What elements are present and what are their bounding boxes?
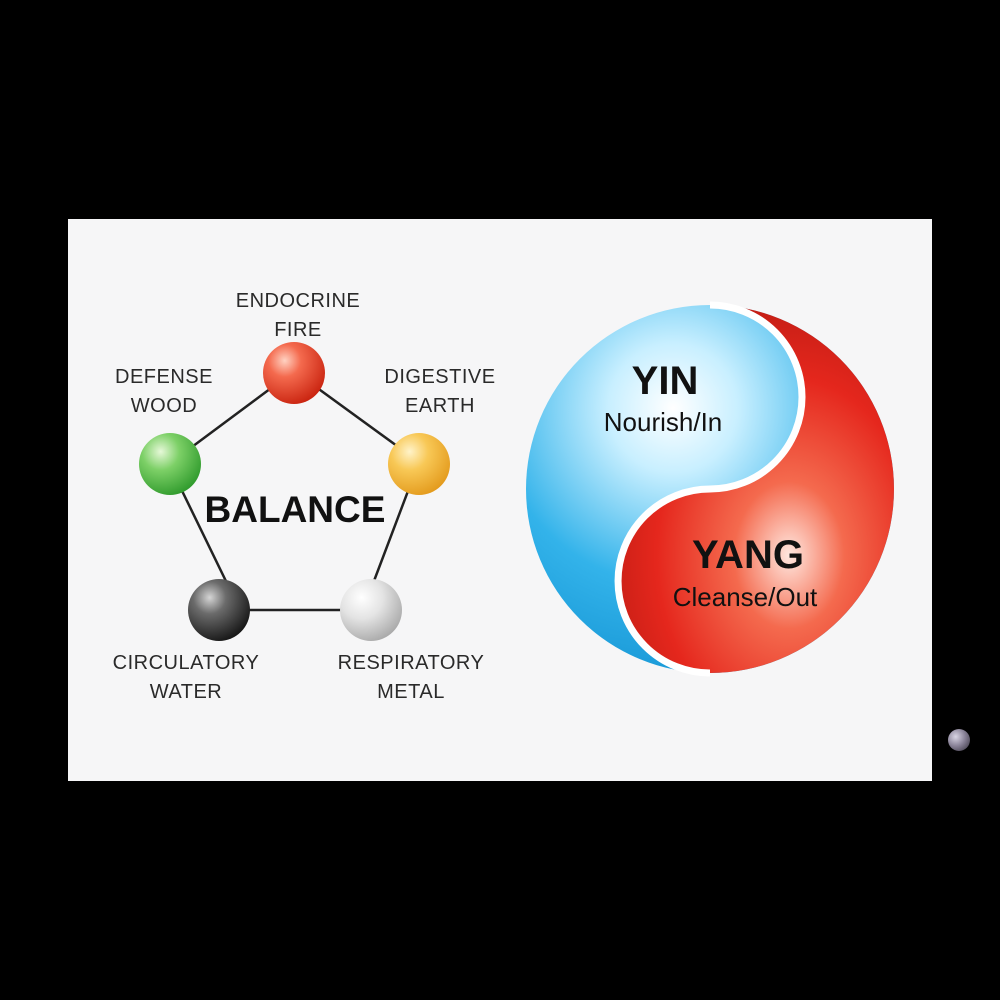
- endocrine-fire-label: ENDOCRINE FIRE: [236, 290, 361, 341]
- circulatory-line1: CIRCULATORY: [113, 652, 260, 674]
- defense-wood-label: DEFENSE WOOD: [115, 366, 213, 417]
- respiratory-metal-node: [340, 579, 402, 641]
- respiratory-line1: RESPIRATORY: [338, 652, 485, 674]
- defense-line2: WOOD: [131, 395, 197, 417]
- yang-subtitle: Cleanse/Out: [673, 582, 818, 612]
- yin-yang-divider: [614, 301, 806, 677]
- endocrine-line2: FIRE: [274, 319, 322, 341]
- digestive-earth-label: DIGESTIVE EARTH: [384, 366, 495, 417]
- diagram-canvas: BALANCE ENDOCRINE FIRE DIGESTIVE EARTH R…: [113, 290, 894, 703]
- corner-dot-decoration: [948, 729, 970, 751]
- yang-region: [618, 305, 894, 673]
- balance-label: BALANCE: [205, 489, 386, 530]
- respiratory-metal-label: RESPIRATORY METAL: [338, 652, 485, 703]
- digestive-earth-node: [388, 433, 450, 495]
- digestive-line1: DIGESTIVE: [384, 366, 495, 388]
- defense-line1: DEFENSE: [115, 366, 213, 388]
- diagram-panel: BALANCE ENDOCRINE FIRE DIGESTIVE EARTH R…: [68, 219, 932, 781]
- endocrine-line1: ENDOCRINE: [236, 290, 361, 312]
- yang-title: YANG: [692, 533, 804, 577]
- circulatory-water-node: [188, 579, 250, 641]
- digestive-line2: EARTH: [405, 395, 475, 417]
- yin-yang-symbol: [526, 301, 894, 677]
- circulatory-line2: WATER: [150, 681, 223, 703]
- defense-wood-node: [139, 433, 201, 495]
- yin-subtitle: Nourish/In: [604, 407, 723, 437]
- yin-title: YIN: [632, 359, 699, 403]
- respiratory-line2: METAL: [377, 681, 445, 703]
- circulatory-water-label: CIRCULATORY WATER: [113, 652, 260, 703]
- endocrine-fire-node: [263, 342, 325, 404]
